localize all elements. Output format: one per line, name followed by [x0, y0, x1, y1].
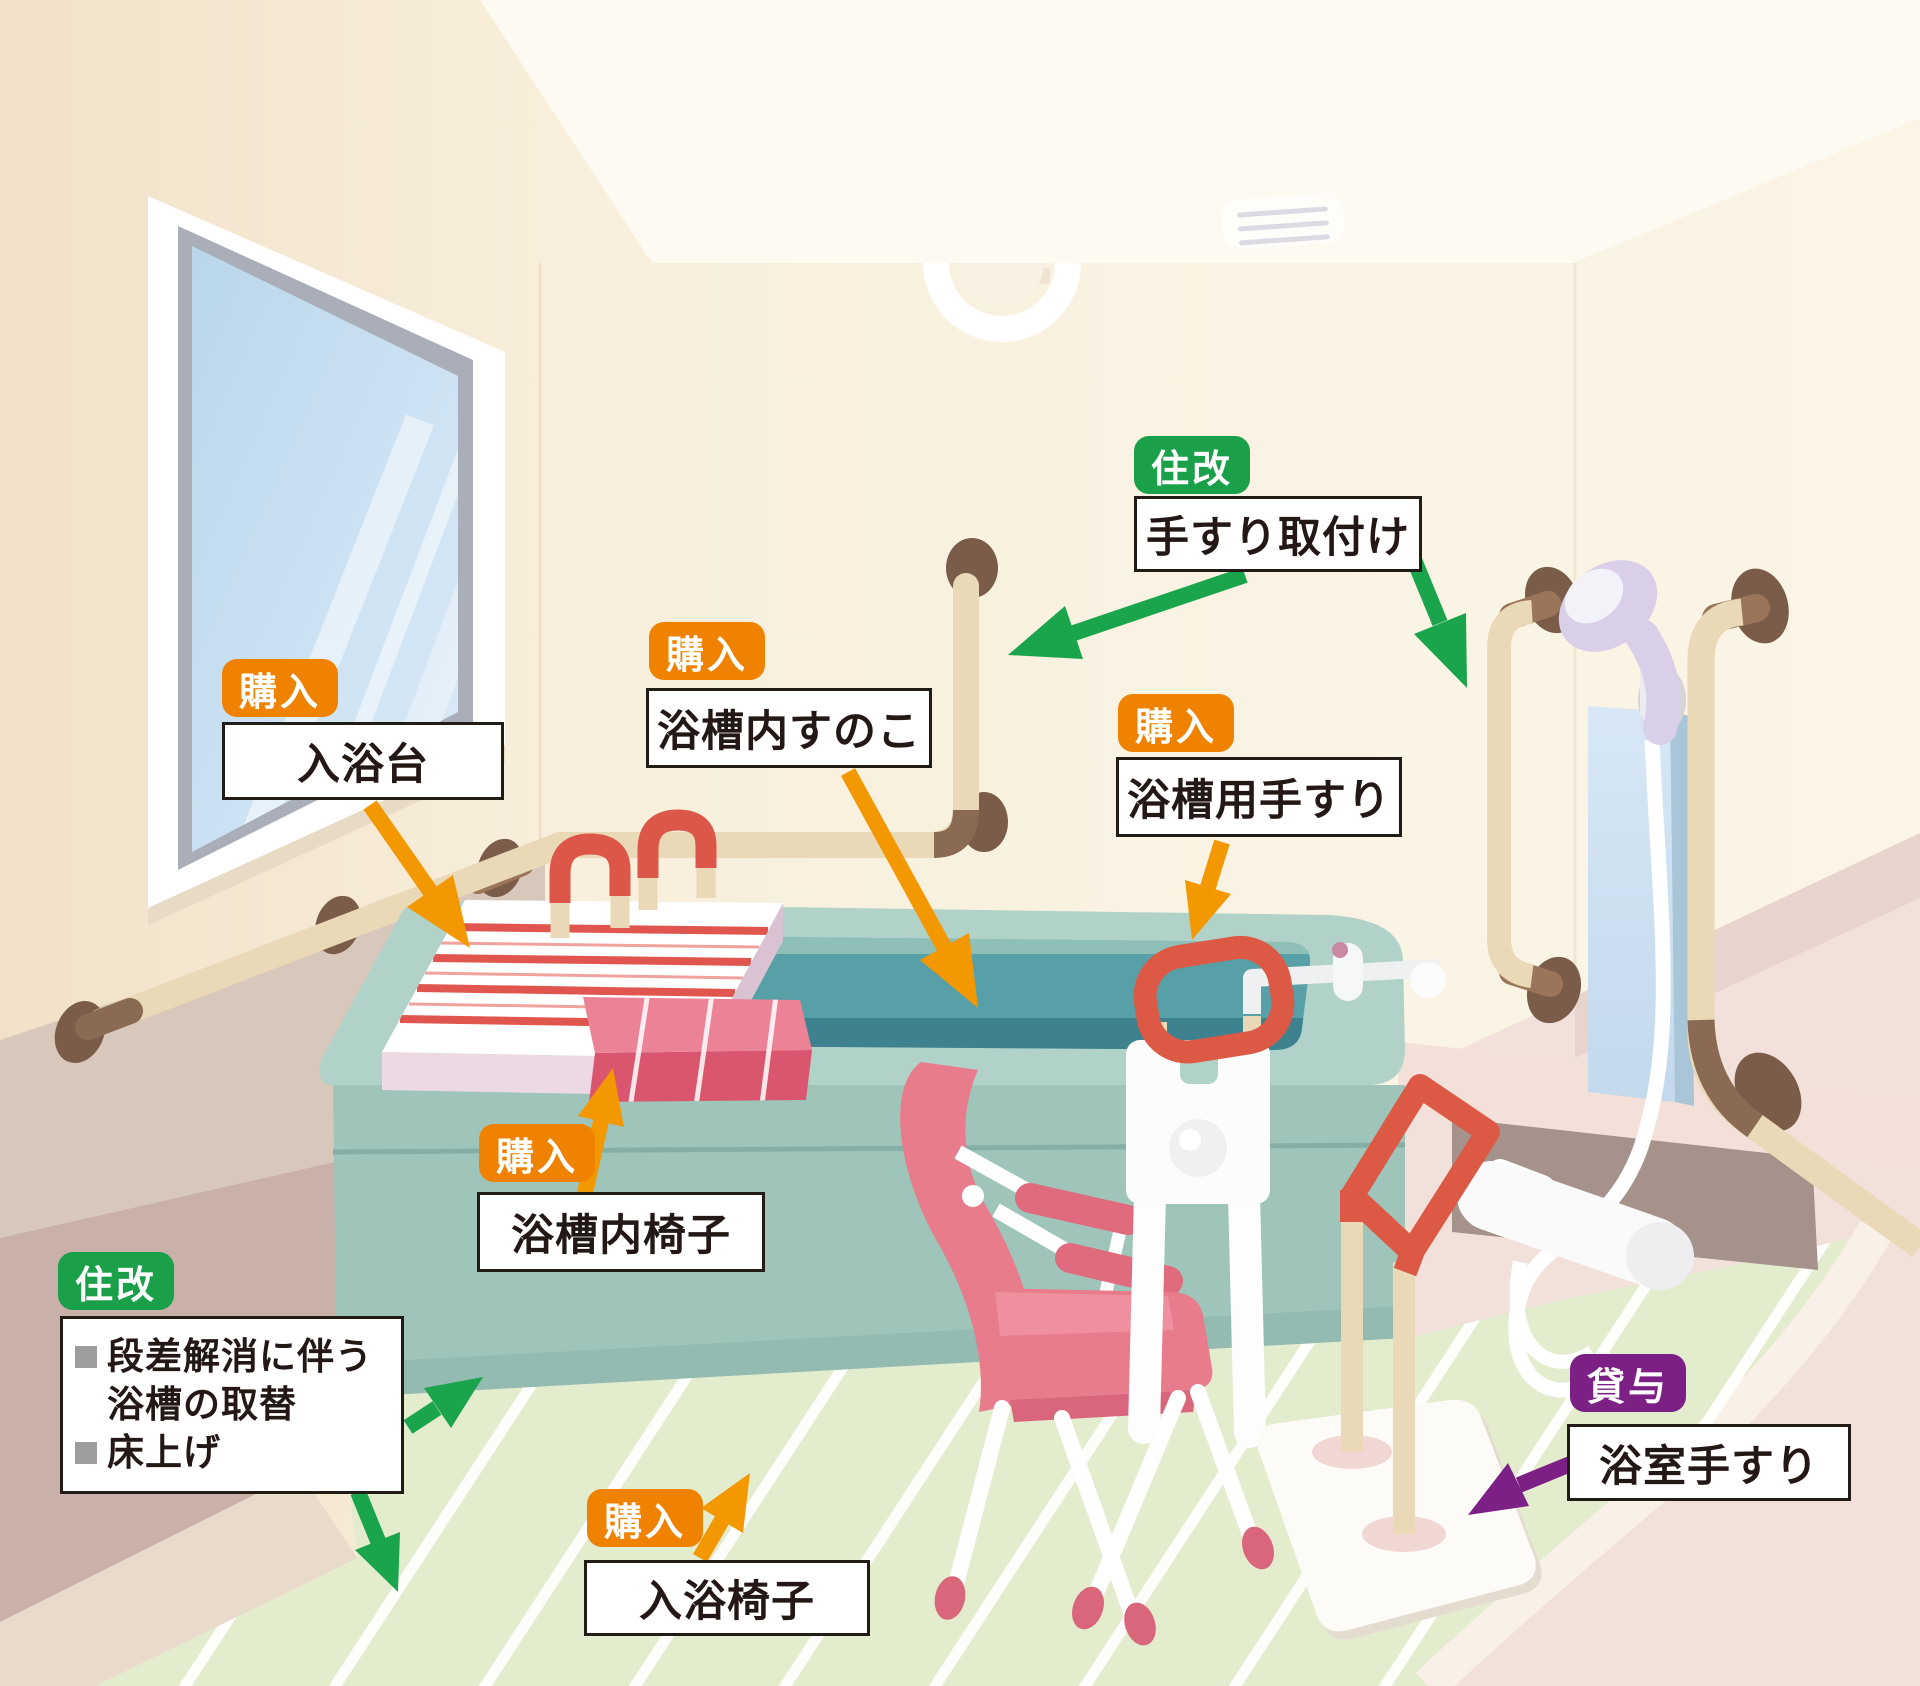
- mirror: [1588, 706, 1694, 1106]
- tub-spout: [1243, 942, 1446, 1014]
- arrow-to-bathtub-base: [403, 1377, 483, 1434]
- label-tub-grab-rail: 浴槽用手すり: [1116, 757, 1402, 837]
- arrow-to-shower-chair: [693, 1473, 750, 1563]
- label-standing-handrail: 浴室手すり: [1567, 1424, 1851, 1501]
- arrow-to-bath-board: [363, 800, 470, 948]
- arrow-to-tub-duckboard: [840, 768, 978, 1008]
- right-wall-handrail-long: [1687, 568, 1920, 1257]
- label-handrail-install: 手すり取付け: [1134, 496, 1422, 572]
- list-item: 床上げ: [75, 1429, 221, 1477]
- tub-grab-rail: [1126, 935, 1295, 1448]
- arrow-to-back-wall-rail: [1008, 567, 1248, 659]
- label-shower-chair: 入浴椅子: [584, 1560, 870, 1636]
- arrow-to-tub-grab-rail: [1185, 839, 1231, 940]
- shower-mixer-faucet: [1457, 1159, 1694, 1369]
- rental-badge: 貸与: [1570, 1354, 1686, 1412]
- label-bath-board: 入浴台: [222, 722, 504, 800]
- purchase-badge: 購入: [649, 622, 765, 680]
- list-item-text: 床上げ: [107, 1432, 221, 1474]
- shower-head-icon: [1558, 560, 1686, 745]
- purchase-badge: 購入: [587, 1489, 703, 1547]
- purchase-badge: 購入: [222, 659, 338, 717]
- ceiling: [480, 0, 1920, 263]
- renovation-badge: 住改: [58, 1252, 174, 1310]
- floor-standing-handrail: [1257, 1074, 1542, 1640]
- list-item-text: 段差解消に伴う浴槽の取替: [107, 1335, 373, 1425]
- ceiling-vent-icon: [1221, 192, 1345, 250]
- label-renovation-list: 段差解消に伴う浴槽の取替 床上げ: [60, 1316, 404, 1494]
- list-item: 段差解消に伴う浴槽の取替: [75, 1333, 389, 1429]
- renovation-badge: 住改: [1134, 436, 1250, 494]
- purchase-badge: 購入: [479, 1124, 595, 1182]
- arrow-to-floor: [350, 1488, 400, 1592]
- ceiling-light-icon: [923, 262, 1081, 342]
- left-wall-handrail: [54, 538, 1008, 1064]
- tub-step-chair: [583, 997, 812, 1102]
- bath-board-handle: [549, 809, 717, 938]
- purchase-badge: 購入: [1118, 694, 1234, 752]
- bullet-square-icon: [75, 1345, 97, 1368]
- label-tub-step-chair: 浴槽内椅子: [477, 1192, 765, 1272]
- bullet-square-icon: [75, 1442, 97, 1465]
- right-wall-handrail-short: [1487, 566, 1582, 1024]
- label-tub-duckboard: 浴槽内すのこ: [646, 688, 932, 768]
